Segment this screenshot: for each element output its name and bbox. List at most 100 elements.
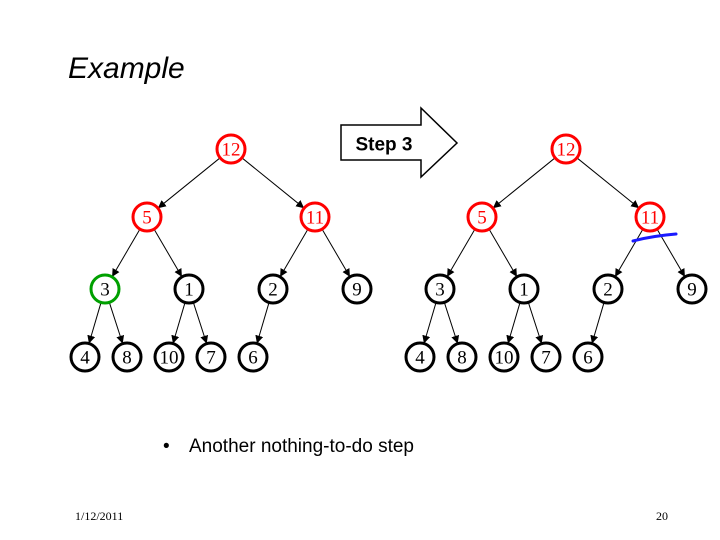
node-label: 12 <box>222 140 241 161</box>
tree-edge <box>157 157 221 209</box>
slide-title: Example <box>68 52 185 85</box>
heap-node-9: 9 <box>676 273 708 305</box>
footer-date: 1/12/2011 <box>75 509 124 523</box>
node-label: 8 <box>122 348 132 369</box>
tree-edge <box>488 228 517 277</box>
tree-edge <box>506 302 521 344</box>
step-arrow: Step 3 <box>340 106 459 179</box>
node-label: 7 <box>541 348 551 369</box>
node-circle <box>173 273 205 305</box>
tree-edge <box>241 157 305 209</box>
node-circle <box>153 341 185 373</box>
tree-edge <box>422 302 437 344</box>
heap-node-12: 12 <box>215 133 247 165</box>
node-label: 5 <box>477 208 487 229</box>
heap-node-10: 10 <box>153 341 185 373</box>
node-label: 6 <box>248 348 258 369</box>
tree-edge <box>153 228 182 277</box>
node-label: 6 <box>583 348 593 369</box>
heap-node-9: 9 <box>341 273 373 305</box>
bullet-item: • Another nothing-to-do step <box>163 436 414 458</box>
bullet-dot: • <box>163 436 170 457</box>
node-label: 2 <box>268 280 278 301</box>
heap-node-7: 7 <box>195 341 227 373</box>
node-label: 4 <box>415 348 425 369</box>
heap-node-10: 10 <box>488 341 520 373</box>
heap-node-8: 8 <box>446 341 478 373</box>
tree-edge <box>443 302 460 344</box>
node-label: 11 <box>641 208 659 229</box>
tree-edge <box>576 157 640 209</box>
heap-node-4: 4 <box>69 341 101 373</box>
tree-edge <box>171 302 186 344</box>
node-label: 7 <box>206 348 216 369</box>
node-circle <box>131 201 163 233</box>
tree-edge <box>112 228 141 277</box>
node-circle <box>237 341 269 373</box>
tree-edge <box>192 302 209 344</box>
tree-edge <box>321 228 350 277</box>
node-label: 8 <box>457 348 467 369</box>
node-circle <box>592 273 624 305</box>
node-circle <box>424 273 456 305</box>
node-label: 1 <box>519 280 529 301</box>
heap-node-12: 12 <box>550 133 582 165</box>
heap-node-3: 3 <box>89 273 121 305</box>
node-circle <box>341 273 373 305</box>
node-circle <box>466 201 498 233</box>
tree-edge <box>255 302 270 344</box>
heap-node-7: 7 <box>530 341 562 373</box>
node-label: 3 <box>100 280 110 301</box>
tree-edge <box>590 302 605 344</box>
tree-edge <box>87 302 102 344</box>
node-label: 4 <box>80 348 90 369</box>
heap-node-2: 2 <box>592 273 624 305</box>
node-circle <box>572 341 604 373</box>
step-arrow-label: Step 3 <box>355 135 412 156</box>
heap-node-6: 6 <box>572 341 604 373</box>
node-label: 9 <box>352 280 362 301</box>
heap-node-2: 2 <box>257 273 289 305</box>
node-label: 12 <box>557 140 576 161</box>
node-label: 1 <box>184 280 194 301</box>
heap-node-6: 6 <box>237 341 269 373</box>
node-circle <box>550 133 582 165</box>
node-circle <box>404 341 436 373</box>
heap-node-1: 1 <box>173 273 205 305</box>
heap-node-4: 4 <box>404 341 436 373</box>
bullet-text: Another nothing-to-do step <box>189 436 414 457</box>
node-circle <box>195 341 227 373</box>
node-circle <box>215 133 247 165</box>
node-label: 10 <box>160 348 179 369</box>
heap-node-8: 8 <box>111 341 143 373</box>
node-label: 3 <box>435 280 445 301</box>
tree-edge <box>492 157 556 209</box>
tree-edge <box>108 302 125 344</box>
node-label: 11 <box>306 208 324 229</box>
node-circle <box>69 341 101 373</box>
node-circle <box>676 273 708 305</box>
node-label: 10 <box>495 348 514 369</box>
heap-node-5: 5 <box>131 201 163 233</box>
pen-annotation-stroke <box>631 232 678 243</box>
node-label: 2 <box>603 280 613 301</box>
heap-node-11: 11 <box>634 201 666 233</box>
heap-node-11: 11 <box>299 201 331 233</box>
node-circle <box>634 201 666 233</box>
node-circle <box>488 341 520 373</box>
footer-page-number: 20 <box>656 509 668 523</box>
node-circle <box>530 341 562 373</box>
tree-edge <box>527 302 544 344</box>
heap-node-1: 1 <box>508 273 540 305</box>
tree-edge <box>280 228 309 277</box>
heap-node-3: 3 <box>424 273 456 305</box>
node-circle <box>299 201 331 233</box>
node-circle <box>89 273 121 305</box>
node-circle <box>508 273 540 305</box>
node-circle <box>446 341 478 373</box>
node-circle <box>111 341 143 373</box>
node-label: 9 <box>687 280 697 301</box>
